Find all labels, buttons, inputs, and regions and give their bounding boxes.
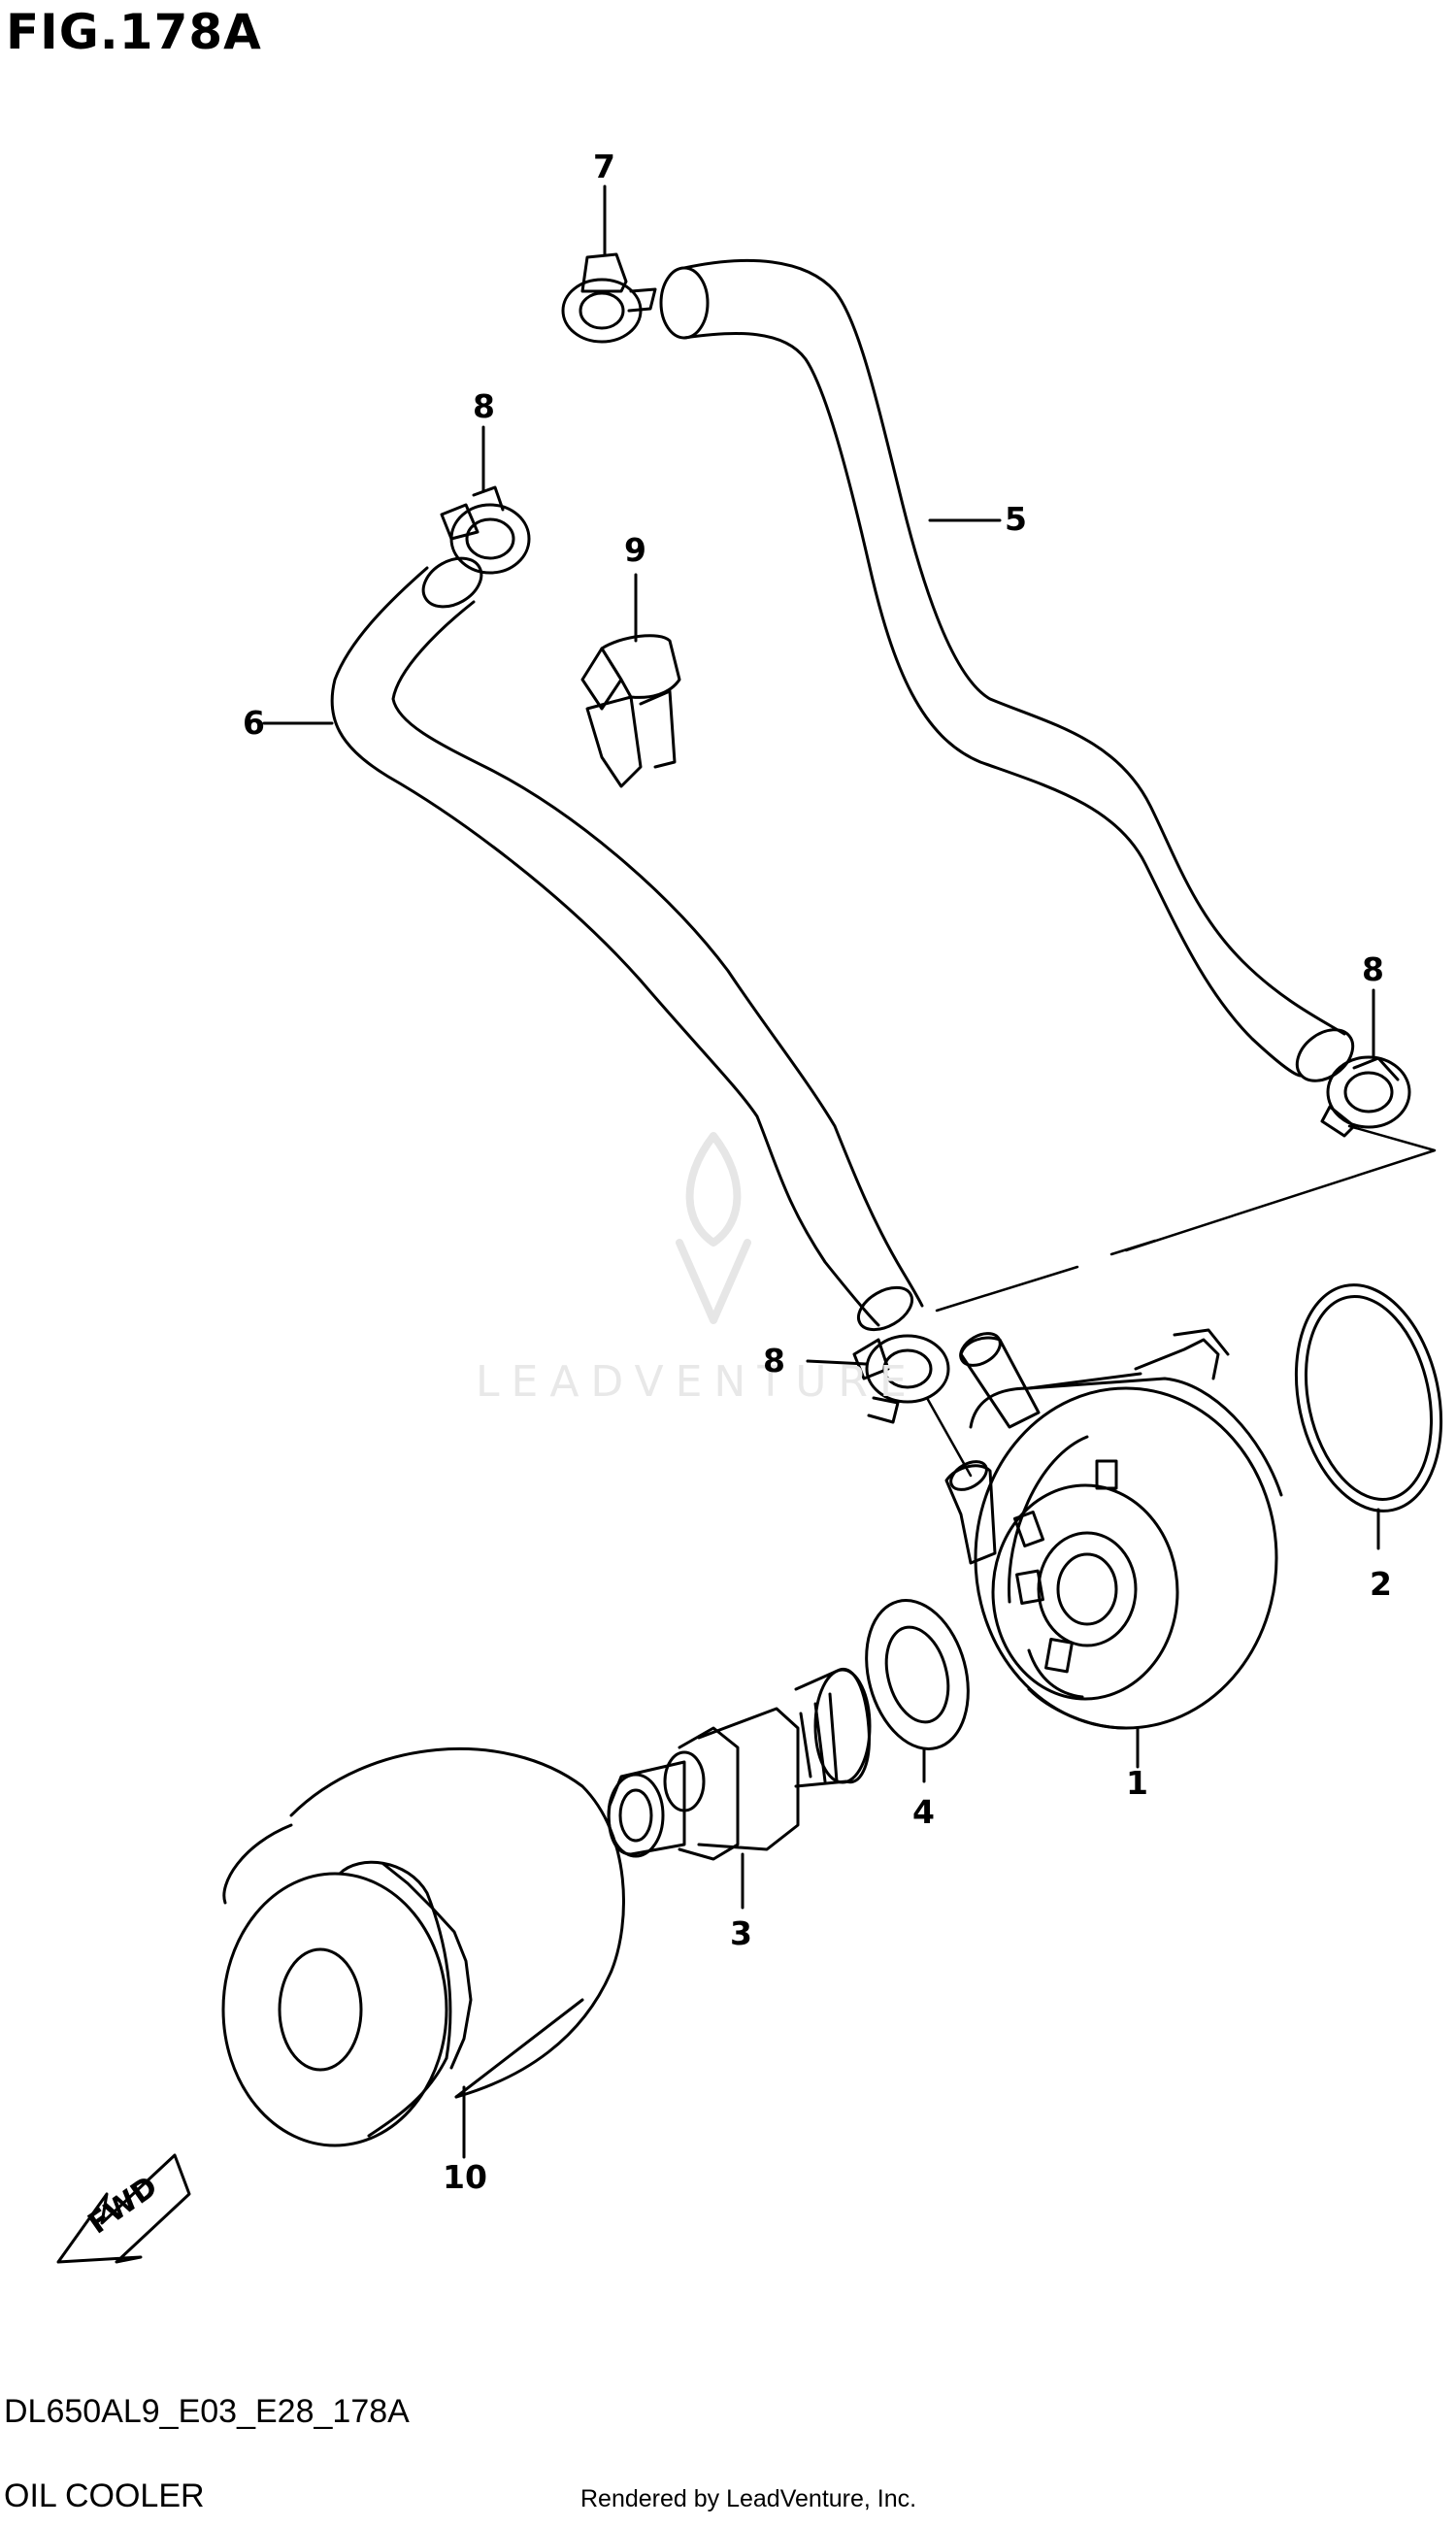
reference-lines xyxy=(925,1124,1437,1478)
hose-clamp-7[interactable] xyxy=(561,252,657,344)
callout-7[interactable]: 7 xyxy=(593,148,615,185)
callout-8[interactable]: 8 xyxy=(1362,950,1384,988)
diagram-code: DL650AL9_E03_E28_178A xyxy=(4,2393,410,2430)
callout-3[interactable]: 3 xyxy=(730,1914,752,1952)
o-ring-2[interactable] xyxy=(1276,1272,1456,1525)
figure-title: FIG.178A xyxy=(6,4,262,60)
render-credit: Rendered by LeadVenture, Inc. xyxy=(580,2485,917,2512)
section-title: OIL COOLER xyxy=(4,2477,205,2514)
union-bolt-3[interactable] xyxy=(607,1667,872,1861)
hose-6[interactable] xyxy=(330,549,924,1339)
oil-cooler-1[interactable] xyxy=(944,1327,1283,1730)
leader-line-8-lower xyxy=(806,1359,868,1366)
callout-10[interactable]: 10 xyxy=(443,2158,487,2196)
callout-5[interactable]: 5 xyxy=(1005,500,1027,538)
watermark-logo-icon xyxy=(676,1132,751,1324)
watermark-text: LEADVENTURE xyxy=(476,1357,918,1407)
callout-8[interactable]: 8 xyxy=(763,1342,785,1380)
callout-9[interactable]: 9 xyxy=(624,531,646,569)
hose-5[interactable] xyxy=(659,258,1363,1091)
callout-8[interactable]: 8 xyxy=(473,387,495,425)
hose-clamp-8-top[interactable] xyxy=(440,485,531,575)
oil-filter-10[interactable] xyxy=(221,1746,625,2147)
hose-clamp-8-right[interactable] xyxy=(1320,1055,1411,1138)
callout-6[interactable]: 6 xyxy=(243,704,265,742)
washer-4[interactable] xyxy=(851,1589,984,1761)
callout-4[interactable]: 4 xyxy=(912,1793,935,1831)
forward-direction-icon: FWD xyxy=(56,2153,191,2264)
callout-2[interactable]: 2 xyxy=(1370,1565,1392,1603)
hose-clip-9[interactable] xyxy=(580,634,681,788)
callout-1[interactable]: 1 xyxy=(1126,1764,1148,1802)
hose-clamp-8-lower[interactable] xyxy=(852,1334,950,1424)
